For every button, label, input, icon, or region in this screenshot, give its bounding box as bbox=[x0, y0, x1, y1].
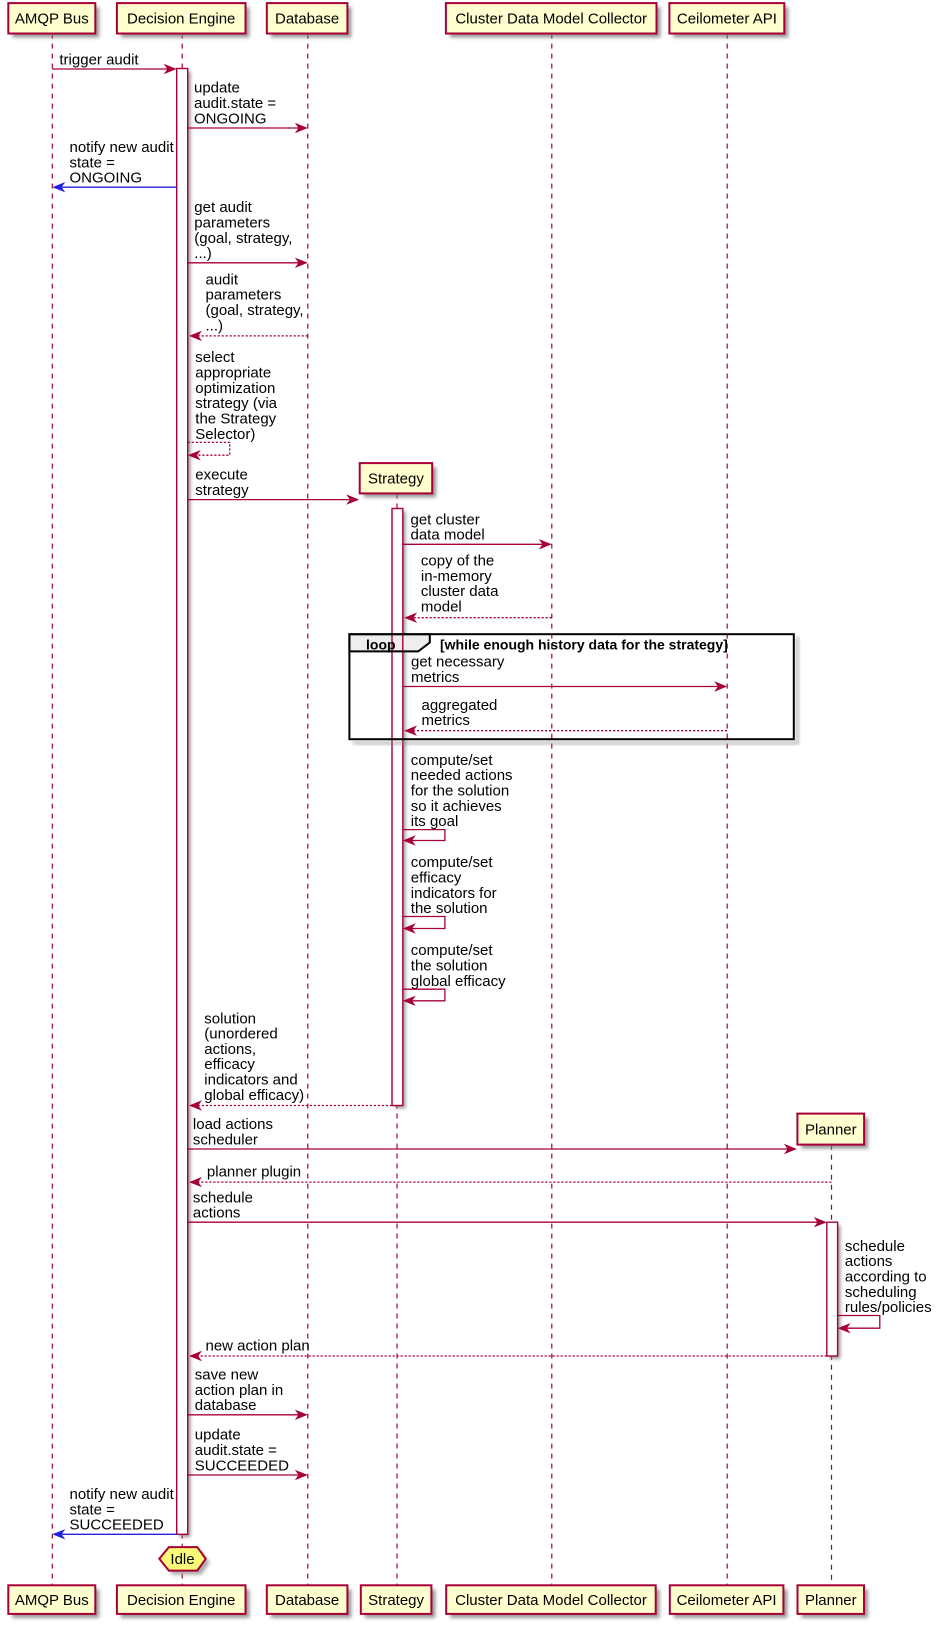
svg-text:Cluster Data Model Collector: Cluster Data Model Collector bbox=[455, 11, 647, 28]
svg-text:actions,: actions, bbox=[204, 1041, 256, 1058]
svg-text:audit: audit bbox=[206, 271, 239, 288]
svg-text:...): ...) bbox=[194, 245, 212, 262]
svg-text:Idle: Idle bbox=[170, 1551, 194, 1568]
svg-text:the Strategy: the Strategy bbox=[195, 411, 276, 428]
svg-text:(goal, strategy,: (goal, strategy, bbox=[194, 230, 292, 247]
svg-text:state =: state = bbox=[70, 1501, 116, 1518]
svg-text:Decision Engine: Decision Engine bbox=[127, 1592, 235, 1609]
svg-text:get cluster: get cluster bbox=[411, 511, 480, 528]
svg-text:Database: Database bbox=[275, 1592, 339, 1609]
svg-text:rules/policies: rules/policies bbox=[845, 1299, 932, 1316]
svg-text:SUCCEEDED: SUCCEEDED bbox=[70, 1517, 164, 1534]
svg-text:schedule: schedule bbox=[193, 1189, 253, 1206]
svg-text:compute/set: compute/set bbox=[411, 854, 494, 871]
svg-text:cluster data: cluster data bbox=[421, 583, 499, 600]
svg-text:...): ...) bbox=[206, 317, 224, 334]
svg-text:data model: data model bbox=[411, 527, 485, 544]
svg-text:get audit: get audit bbox=[194, 199, 252, 216]
svg-text:Strategy: Strategy bbox=[368, 470, 424, 487]
svg-text:scheduling: scheduling bbox=[845, 1284, 917, 1301]
svg-text:global efficacy): global efficacy) bbox=[204, 1087, 304, 1104]
svg-text:state =: state = bbox=[70, 154, 116, 171]
svg-text:global efficacy: global efficacy bbox=[411, 973, 506, 990]
svg-text:the solution: the solution bbox=[411, 958, 488, 975]
svg-text:its goal: its goal bbox=[411, 813, 459, 830]
svg-text:update: update bbox=[194, 80, 240, 97]
svg-text:get necessary: get necessary bbox=[411, 654, 505, 671]
svg-text:Planner: Planner bbox=[805, 1121, 857, 1138]
svg-text:for the solution: for the solution bbox=[411, 783, 509, 800]
svg-text:schedule: schedule bbox=[845, 1238, 905, 1255]
svg-text:SUCCEEDED: SUCCEEDED bbox=[195, 1457, 289, 1474]
svg-text:indicators for: indicators for bbox=[411, 885, 497, 902]
svg-text:compute/set: compute/set bbox=[411, 942, 494, 959]
svg-text:trigger audit: trigger audit bbox=[59, 51, 139, 68]
svg-text:according to: according to bbox=[845, 1268, 927, 1285]
svg-text:notify new audit: notify new audit bbox=[70, 1486, 175, 1503]
svg-text:Ceilometer API: Ceilometer API bbox=[677, 1592, 777, 1609]
svg-text:update: update bbox=[195, 1427, 241, 1444]
svg-text:appropriate: appropriate bbox=[195, 365, 271, 382]
svg-text:Cluster Data Model Collector: Cluster Data Model Collector bbox=[455, 1592, 647, 1609]
svg-text:action plan in: action plan in bbox=[195, 1382, 283, 1399]
svg-text:needed actions: needed actions bbox=[411, 767, 513, 784]
svg-text:Database: Database bbox=[275, 11, 339, 28]
svg-text:audit.state =: audit.state = bbox=[194, 95, 276, 112]
svg-text:Planner: Planner bbox=[805, 1592, 857, 1609]
svg-text:load actions: load actions bbox=[193, 1116, 273, 1133]
svg-text:the solution: the solution bbox=[411, 900, 488, 917]
svg-text:efficacy: efficacy bbox=[411, 869, 462, 886]
svg-text:strategy: strategy bbox=[195, 482, 249, 499]
svg-text:execute: execute bbox=[195, 467, 248, 484]
svg-text:indicators and: indicators and bbox=[204, 1072, 297, 1089]
svg-text:planner plugin: planner plugin bbox=[207, 1164, 301, 1181]
svg-text:efficacy: efficacy bbox=[204, 1056, 255, 1073]
svg-text:audit.state =: audit.state = bbox=[195, 1442, 277, 1459]
svg-text:Strategy: Strategy bbox=[368, 1592, 424, 1609]
svg-text:strategy (via: strategy (via bbox=[195, 395, 277, 412]
svg-text:Decision Engine: Decision Engine bbox=[127, 11, 235, 28]
svg-text:AMQP Bus: AMQP Bus bbox=[15, 11, 89, 28]
svg-text:optimization: optimization bbox=[195, 380, 275, 397]
svg-text:save new: save new bbox=[195, 1367, 259, 1384]
svg-text:actions: actions bbox=[193, 1205, 241, 1222]
svg-text:ONGOING: ONGOING bbox=[70, 170, 143, 187]
svg-text:(unordered: (unordered bbox=[204, 1026, 277, 1043]
svg-text:(goal, strategy,: (goal, strategy, bbox=[206, 302, 304, 319]
svg-text:model: model bbox=[421, 599, 462, 616]
svg-text:so it achieves: so it achieves bbox=[411, 798, 502, 815]
svg-text:copy of the: copy of the bbox=[421, 553, 494, 570]
svg-text:parameters: parameters bbox=[194, 215, 270, 232]
svg-text:in-memory: in-memory bbox=[421, 568, 492, 585]
svg-text:actions: actions bbox=[845, 1253, 893, 1270]
svg-text:parameters: parameters bbox=[206, 287, 282, 304]
svg-text:AMQP Bus: AMQP Bus bbox=[15, 1592, 89, 1609]
svg-text:compute/set: compute/set bbox=[411, 752, 494, 769]
svg-text:metrics: metrics bbox=[422, 712, 470, 729]
svg-text:[while enough history data for: [while enough history data for the strat… bbox=[440, 636, 728, 652]
svg-text:notify new audit: notify new audit bbox=[70, 139, 175, 156]
svg-text:new action plan: new action plan bbox=[206, 1337, 310, 1354]
svg-text:Selector): Selector) bbox=[195, 426, 255, 443]
svg-text:metrics: metrics bbox=[411, 669, 459, 686]
svg-text:Ceilometer API: Ceilometer API bbox=[677, 11, 777, 28]
svg-text:loop: loop bbox=[366, 636, 396, 652]
svg-text:scheduler: scheduler bbox=[193, 1131, 258, 1148]
svg-text:solution: solution bbox=[204, 1010, 256, 1027]
svg-text:select: select bbox=[195, 349, 235, 366]
svg-text:database: database bbox=[195, 1397, 257, 1414]
svg-text:aggregated: aggregated bbox=[422, 697, 498, 714]
svg-text:ONGOING: ONGOING bbox=[194, 110, 267, 127]
